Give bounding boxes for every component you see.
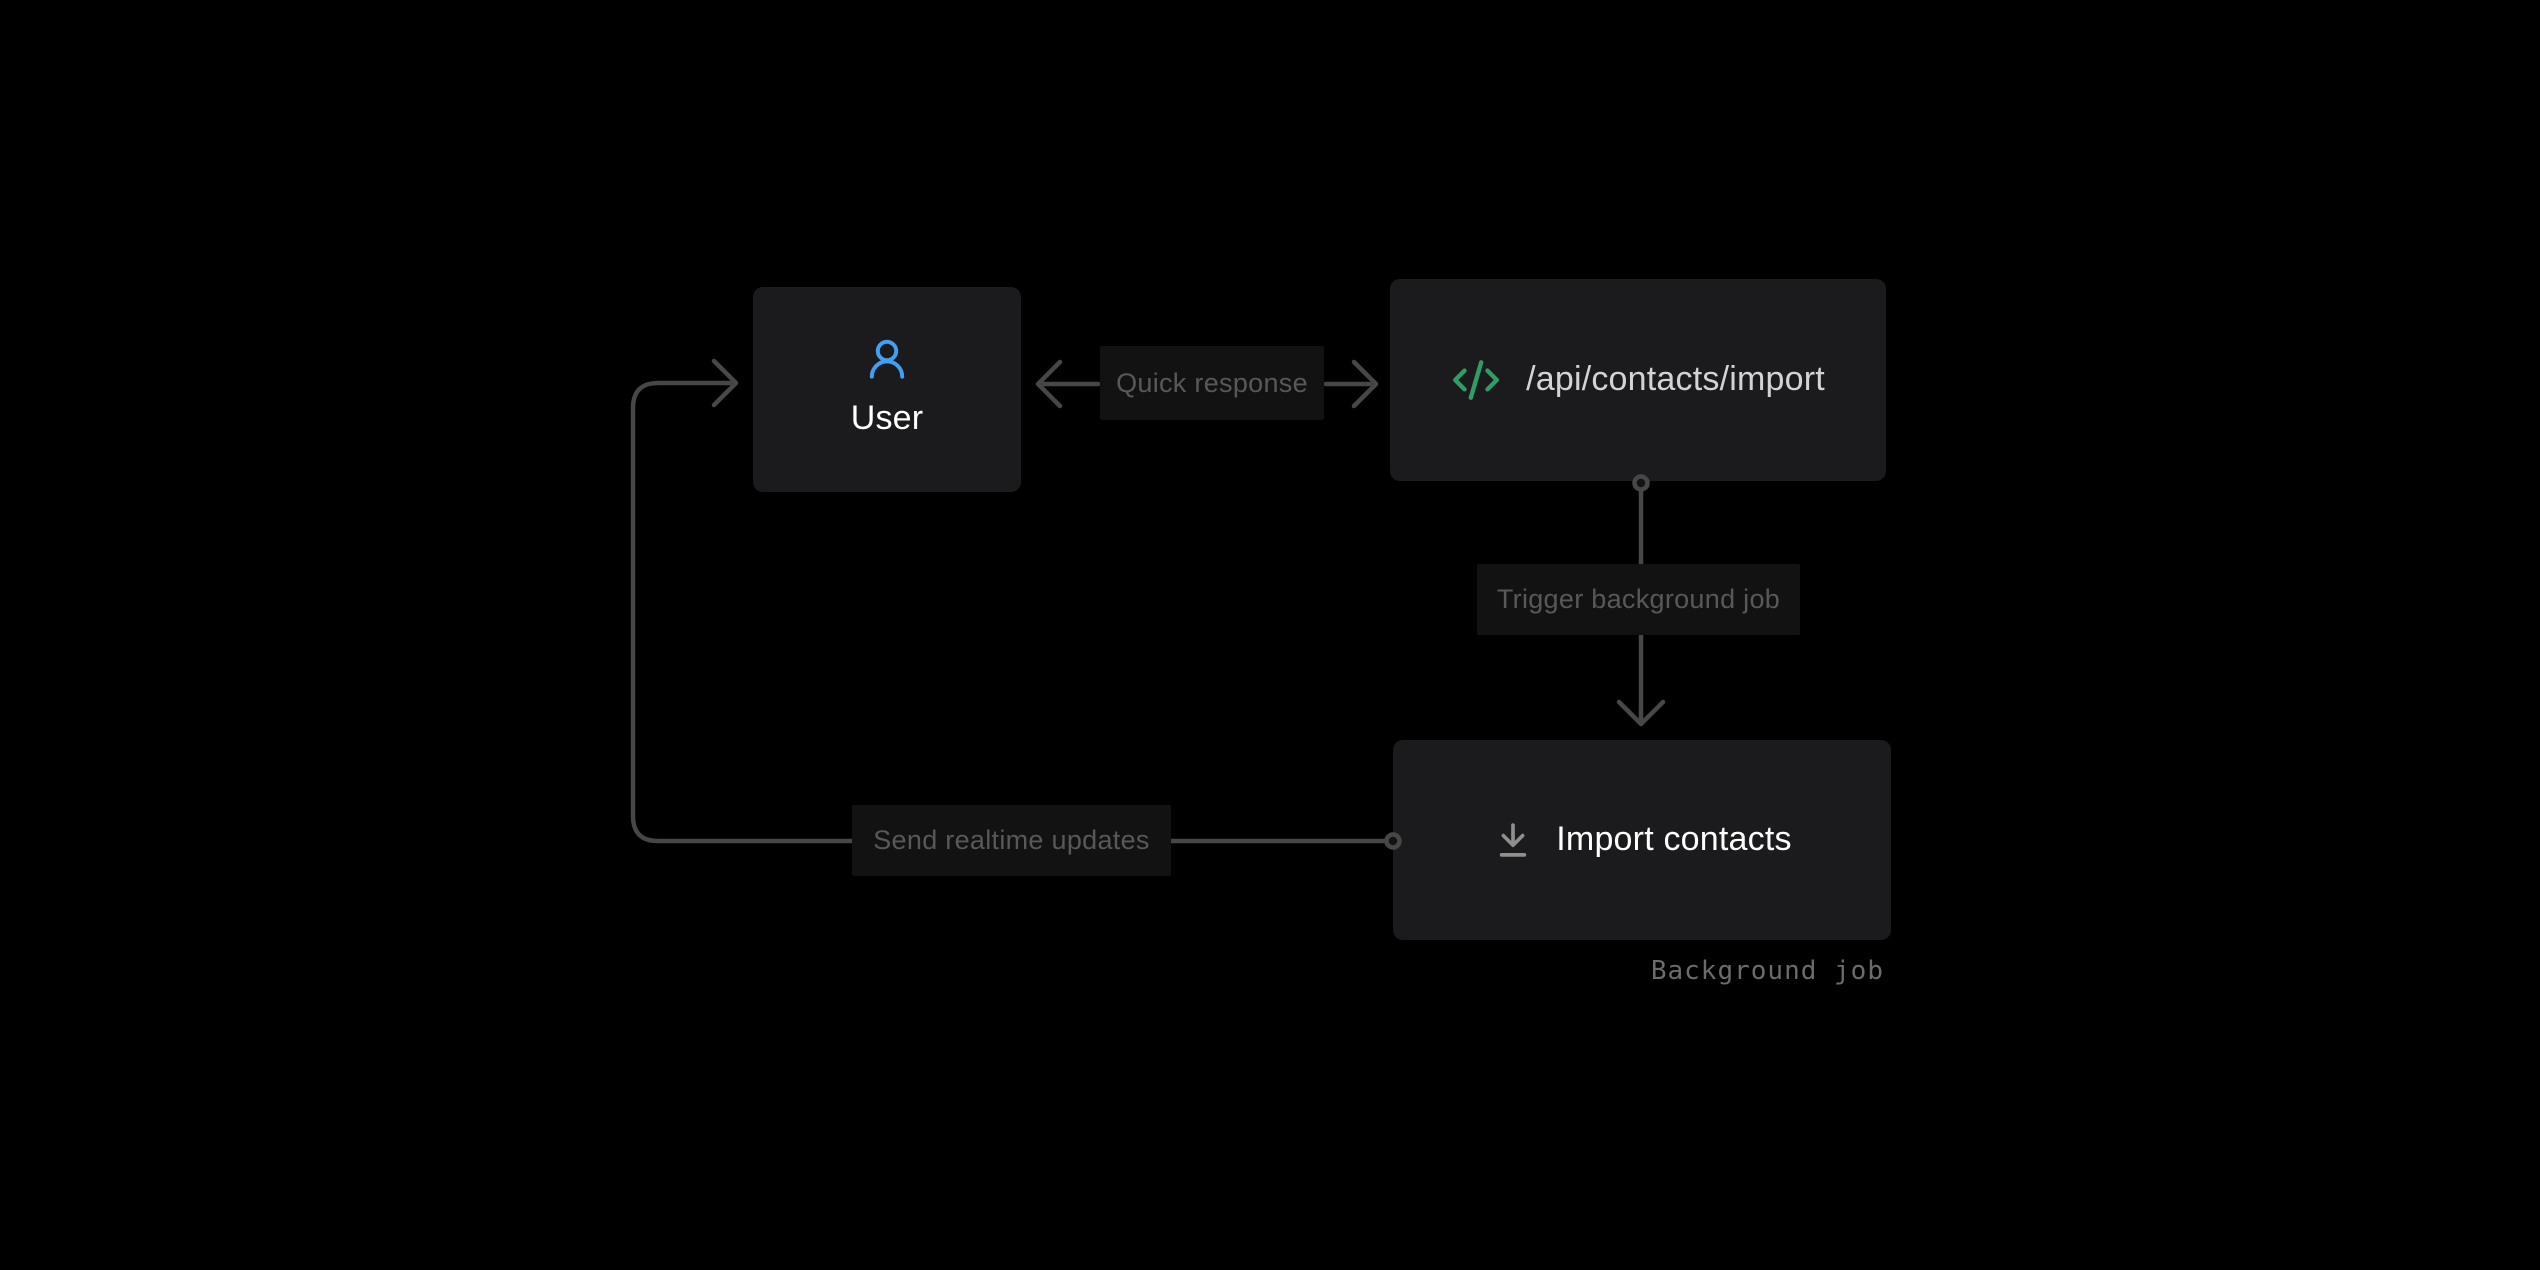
edge-quick-response-right-arrow <box>1323 359 1379 409</box>
arrowhead-left-icon <box>1035 359 1063 409</box>
background-job-caption: Background job <box>1650 956 1884 986</box>
node-import-contacts: Import contacts <box>1393 740 1891 940</box>
edge-send-realtime-updates <box>630 358 1402 850</box>
user-icon <box>869 340 905 379</box>
node-api-label: /api/contacts/import <box>1526 360 1825 399</box>
arrowhead-right-icon <box>1351 359 1379 409</box>
edge-label-send-realtime-updates: Send realtime updates <box>852 805 1171 876</box>
download-icon <box>1500 823 1527 857</box>
edge-label-quick-response: Quick response <box>1100 346 1324 420</box>
node-user-label: User <box>850 399 924 438</box>
edge-line <box>630 380 1389 844</box>
port-circle-api-bottom <box>1632 474 1650 492</box>
node-api-endpoint: /api/contacts/import <box>1390 279 1886 481</box>
code-icon <box>1453 360 1500 400</box>
edge-quick-response-left-arrow <box>1035 359 1101 409</box>
node-import-label: Import contacts <box>1556 820 1792 859</box>
port-circle-import-left <box>1384 832 1402 850</box>
edge-label-trigger-background-job: Trigger background job <box>1477 564 1800 635</box>
arrowhead-down-icon <box>1616 699 1666 727</box>
arrowhead-right-icon <box>711 358 739 408</box>
node-user: User <box>753 287 1021 492</box>
